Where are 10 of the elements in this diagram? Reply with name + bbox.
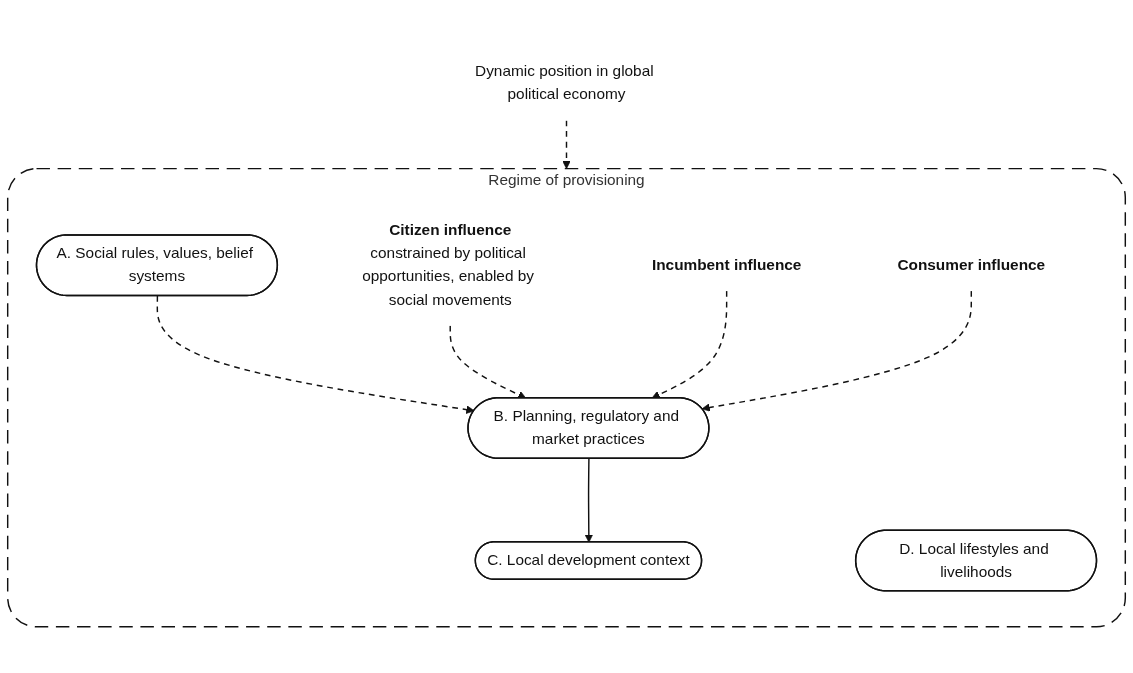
arrow bbox=[701, 290, 972, 412]
arrow bbox=[156, 295, 475, 415]
node-text: Dynamic position in global political economy bbox=[475, 63, 654, 103]
node-text: Consumer influence bbox=[897, 256, 1046, 274]
arrow bbox=[562, 120, 571, 170]
arrow bbox=[651, 290, 728, 399]
arrow bbox=[584, 458, 594, 543]
node-text: Citizen influence constrained by political opportunities, enabled by social movements bbox=[362, 222, 534, 308]
arrow bbox=[449, 325, 527, 399]
node-text: Incumbent influence bbox=[651, 256, 802, 274]
